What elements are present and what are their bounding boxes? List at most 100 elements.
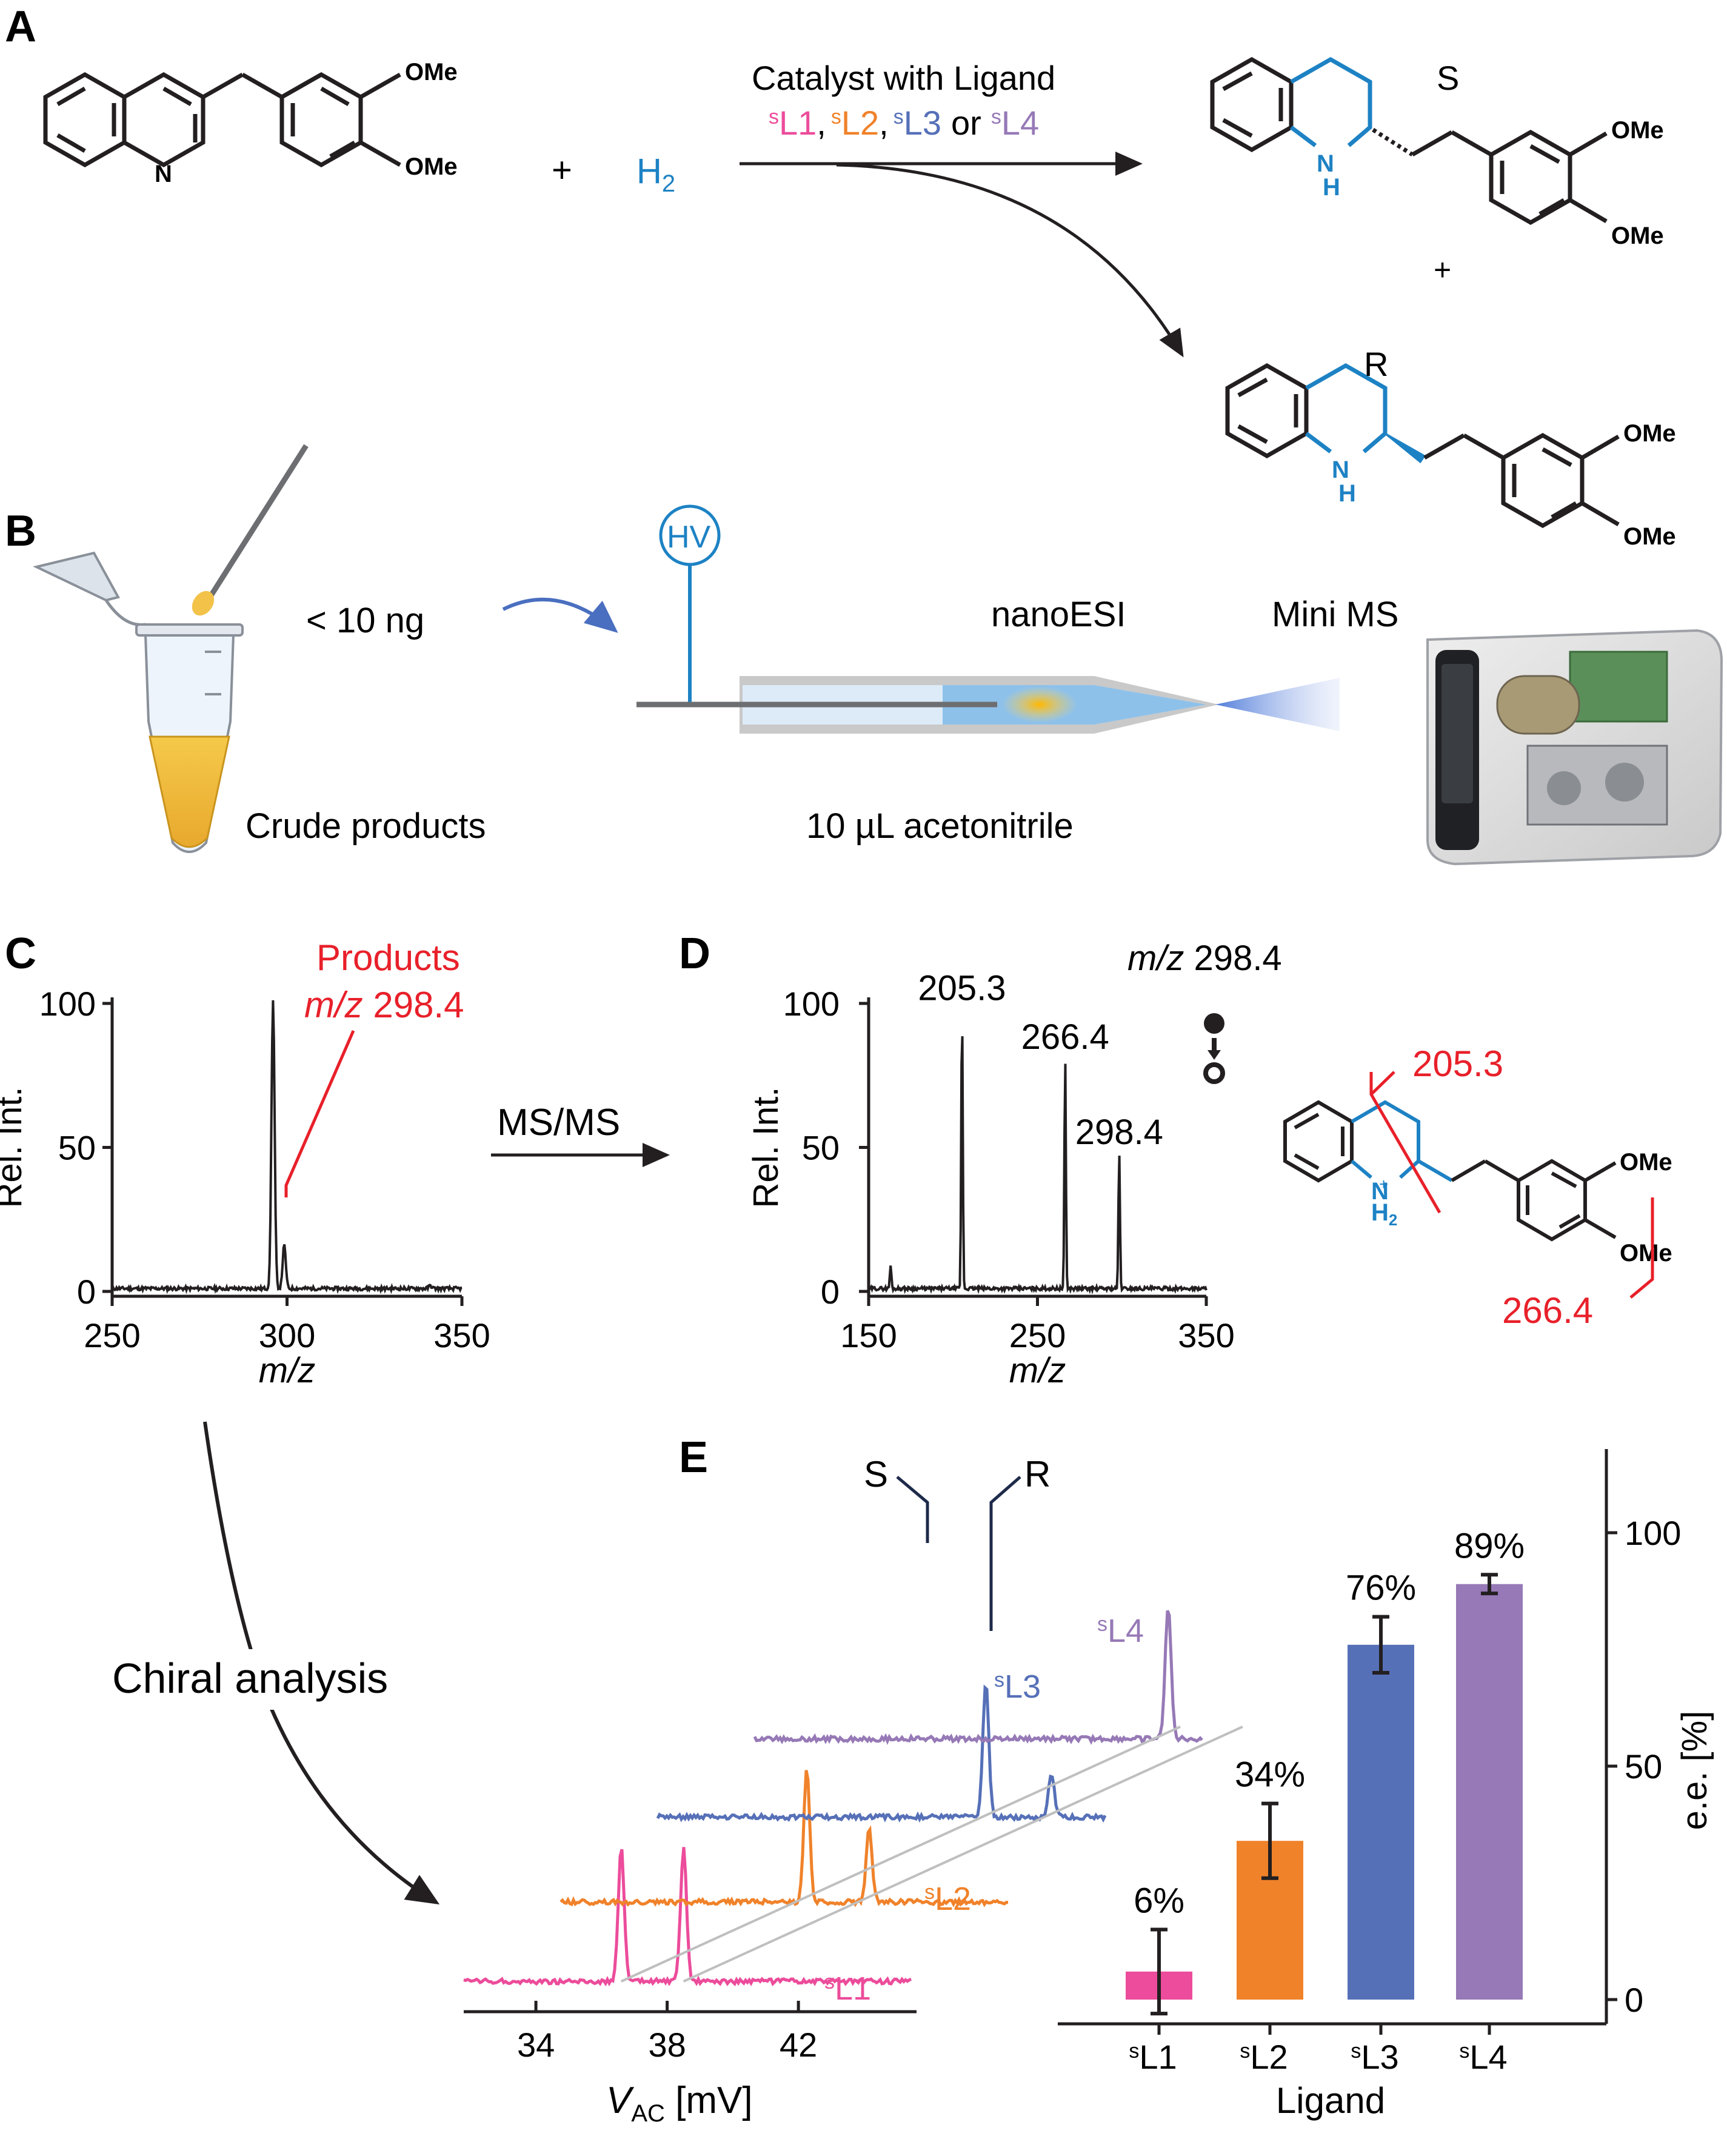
panel-letter-b: B	[5, 507, 36, 555]
y-axis-label: e.e. [%]	[1675, 1711, 1714, 1830]
r-guide-line	[683, 1726, 1243, 1983]
y-tick-label: 100	[1625, 1514, 1681, 1552]
y-tick-label: 50	[58, 1129, 96, 1167]
s-ome-1: OMe	[1611, 117, 1664, 144]
panel-letter-c: C	[5, 929, 36, 978]
y-tick-label: 100	[783, 985, 840, 1023]
spray-cone	[1215, 678, 1340, 731]
transfer-arrow	[502, 597, 618, 633]
trace-l4	[753, 1610, 1203, 1745]
x-tick-label: sL4	[1459, 2038, 1507, 2076]
fragment-plus: +	[1379, 1175, 1388, 1193]
panel-letter-d: D	[679, 929, 710, 978]
products-annotation: Products	[316, 937, 460, 978]
peak-label: 298.4	[1075, 1113, 1163, 1152]
panel-letter-e: E	[679, 1433, 708, 1482]
r-marker-line	[989, 1476, 1021, 1631]
trace-l2	[560, 1770, 1009, 1907]
reactant-n-label: N	[155, 161, 172, 187]
panel-letter-a: A	[5, 2, 36, 51]
crude-label: Crude products	[246, 806, 486, 846]
s-nh-label: N	[1317, 150, 1334, 177]
x-tick-label: 250	[1009, 1316, 1066, 1354]
catalyst-label: Catalyst with Ligand	[752, 59, 1055, 97]
fragment-ome-1: OMe	[1620, 1149, 1672, 1176]
r-label: R	[1364, 345, 1388, 383]
product-r-structure	[1225, 363, 1620, 529]
mini-ms-instrument	[1426, 629, 1723, 866]
trace-label-l3: sL3	[994, 1669, 1041, 1705]
chiral-label-bg	[103, 1649, 443, 1710]
fragment-label-266: 266.4	[1502, 1290, 1593, 1331]
y-tick-label: 0	[1625, 1981, 1643, 2019]
x-axis-label: Ligand	[1276, 2080, 1385, 2121]
chiral-label: Chiral analysis	[112, 1655, 388, 1702]
msms-label: MS/MS	[497, 1102, 620, 1143]
x-tick-label: 38	[648, 2026, 686, 2064]
s-label: S	[1437, 59, 1459, 97]
y-axis-label: Rel. Int.	[746, 1087, 786, 1208]
sampling-rod	[192, 444, 309, 616]
s-marker-label: S	[864, 1454, 888, 1495]
x-tick-label: 42	[780, 2026, 817, 2064]
minims-label: Mini MS	[1272, 595, 1398, 634]
x-tick-label: 350	[433, 1316, 490, 1354]
x-axis-label: m/z	[259, 1351, 315, 1390]
amount-label: < 10 ng	[306, 601, 424, 640]
bar-value-label: 34%	[1235, 1755, 1305, 1795]
fragment-label-205: 205.3	[1412, 1043, 1503, 1084]
reactant-structure	[43, 72, 401, 168]
x-tick-label: 34	[517, 2026, 555, 2064]
parent-ion-title: m/z 298.4	[1127, 939, 1282, 978]
fragment-structure	[1283, 1100, 1617, 1242]
x-axis-label: VAC [mV]	[606, 2080, 753, 2127]
bar-value-label: 76%	[1346, 1568, 1416, 1608]
chart-d: 150 250 350 0 50 100 m/z Rel. Int. 205.3 266.4 298…	[746, 968, 1235, 1390]
y-tick-label: 50	[802, 1129, 840, 1167]
r-ome-1: OMe	[1623, 420, 1676, 447]
hv-electrode	[659, 504, 721, 702]
trace-label-l4: sL4	[1097, 1613, 1144, 1649]
s-h-label: H	[1323, 174, 1340, 201]
trace-l3	[656, 1684, 1107, 1823]
nanoesi-emitter	[636, 676, 1218, 734]
peak-label: 205.3	[918, 968, 1006, 1008]
x-tick-label: 300	[259, 1316, 315, 1354]
product-s-structure	[1210, 56, 1608, 226]
h2-label: H2	[636, 152, 675, 197]
reactant-ome-1: OMe	[405, 59, 458, 85]
nanoesi-label: nanoESI	[991, 595, 1126, 634]
trace-label-l2: sL2	[924, 1881, 971, 1917]
spectrum-trace	[867, 1036, 1208, 1295]
msms-scan-icon	[1203, 1013, 1225, 1084]
y-tick-label: 100	[39, 985, 96, 1023]
peak-label: 266.4	[1021, 1017, 1109, 1057]
y-axis-label: Rel. Int.	[0, 1087, 29, 1208]
reaction-arrow-r	[836, 163, 1184, 358]
x-tick-label: sL1	[1129, 2038, 1177, 2076]
eppendorf-tube	[33, 551, 244, 853]
trace-l1	[463, 1847, 912, 1987]
r-ome-2: OMe	[1623, 523, 1676, 550]
y-tick-label: 0	[821, 1273, 840, 1311]
s-guide-line	[620, 1726, 1181, 1983]
bar-l4	[1456, 1584, 1523, 2000]
plus-products: +	[1434, 253, 1451, 287]
fragment-cleavage-lines	[1369, 1071, 1654, 1299]
fragment-n-label: N	[1371, 1178, 1389, 1205]
products-annotation-line	[284, 1030, 355, 1197]
x-tick-label: sL3	[1351, 2038, 1398, 2076]
y-tick-label: 50	[1625, 1747, 1662, 1786]
x-tick-label: 250	[84, 1316, 140, 1354]
trace-label-l1: sL1	[824, 1970, 871, 2007]
x-axis-label: m/z	[1009, 1351, 1066, 1390]
x-tick-label: 350	[1178, 1316, 1234, 1354]
x-tick-label: 150	[840, 1316, 897, 1354]
r-h-label: H	[1338, 480, 1356, 507]
spectrum-trace	[111, 1000, 463, 1294]
